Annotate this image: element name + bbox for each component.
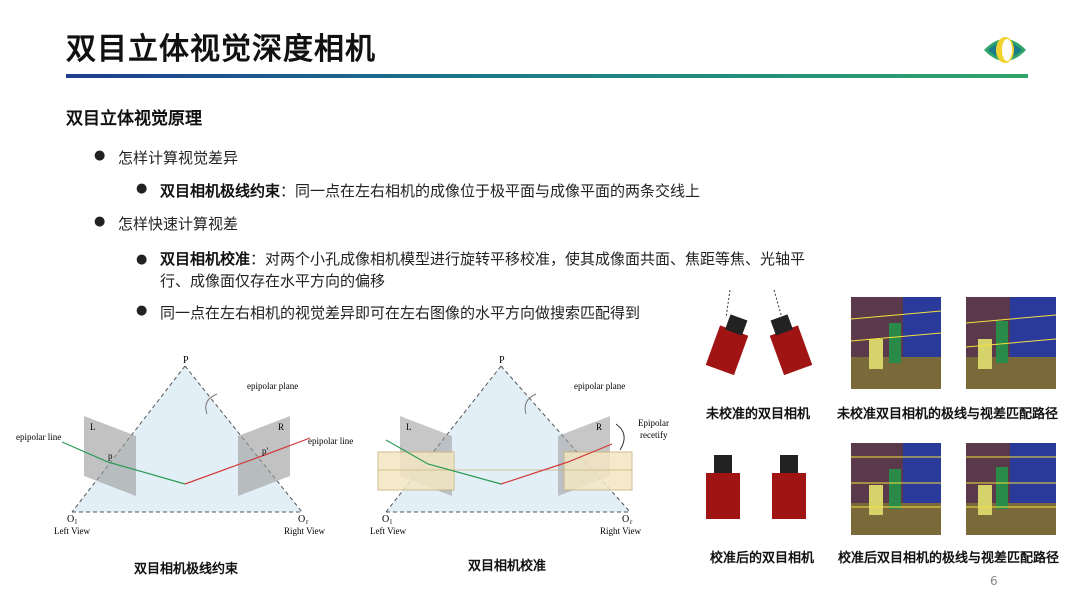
bullet-dot-icon: ● [136, 252, 148, 267]
left-plane-label: L [90, 422, 96, 432]
right-projection-label: p' [262, 446, 269, 456]
epipolar-rectify-label-1: Epipolar [638, 418, 669, 428]
page-number: 6 [990, 574, 998, 588]
right-plane-label: R [278, 422, 284, 432]
page-title: 双目立体视觉深度相机 [66, 32, 376, 67]
right-center-subscript: r [630, 518, 633, 526]
calibrated-right-scene-image [966, 443, 1056, 535]
bullet-dot-icon: ● [94, 148, 106, 163]
epipolar-plane-label: epipolar plane [247, 381, 298, 391]
bullet-epipolar-constraint: ● 双目相机极线约束：同一点在左右相机的成像位于极平面与成像平面的两条交线上 [136, 181, 701, 200]
caption-calibrated-epipolar: 校准后双目相机的极线与视差匹配路径 [838, 551, 1060, 566]
right-center-label: O [298, 514, 305, 525]
section-subtitle: 双目立体视觉原理 [66, 109, 202, 129]
title-underline [66, 74, 1028, 78]
epipolar-plane-label: epipolar plane [574, 381, 625, 391]
epipolar-line-left-label: epipolar line [16, 432, 61, 442]
uncalibrated-left-scene-image [851, 297, 941, 389]
calibrated-left-scene-image [851, 443, 941, 535]
left-center-subscript: l [390, 518, 392, 526]
epipolar-line-right-label: epipolar line [308, 436, 353, 446]
left-view-label: Left View [370, 526, 407, 536]
right-view-label: Right View [284, 526, 326, 536]
bullet-fast-disparity: ● 怎样快速计算视差 [94, 214, 239, 233]
uncalibrated-right-scene-image [966, 297, 1056, 389]
left-center-label: O [382, 514, 389, 525]
caption-epipolar-constraint: 双目相机极线约束 [134, 562, 239, 577]
point-p-label: P [499, 355, 505, 366]
epipolar-constraint-diagram: P epipolar plane epipolar line epipolar … [16, 355, 353, 536]
right-center-label: O [622, 514, 629, 525]
left-plane-label: L [406, 422, 412, 432]
caption-calibrated-cameras: 校准后的双目相机 [710, 551, 815, 566]
eye-logo-icon [984, 37, 1026, 63]
right-center-subscript: r [306, 518, 309, 526]
left-center-subscript: l [75, 518, 77, 526]
bullet-dot-icon: ● [136, 181, 148, 196]
bullet-camera-calibration: ● 双目相机校准：对两个小孔成像相机模型进行旋转平移校准，使其成像面共面、焦距等… [136, 250, 806, 290]
caption-uncalibrated-epipolar: 未校准双目相机的极线与视差匹配路径 [837, 407, 1059, 422]
bullet-dot-icon: ● [136, 303, 148, 318]
left-center-label: O [67, 514, 74, 525]
calibrated-cameras-image [706, 455, 806, 519]
right-view-label: Right View [600, 526, 642, 536]
bullet-horizontal-search: ● 同一点在左右相机的视觉差异即可在左右图像的水平方向做搜索匹配得到 [136, 303, 641, 322]
right-plane-label: R [596, 422, 602, 432]
caption-calibration: 双目相机校准 [468, 559, 547, 574]
point-p-label: P [183, 355, 189, 366]
rectification-diagram: P epipolar plane L R Epipolar recetify O… [370, 355, 669, 536]
uncalibrated-cameras-image [705, 290, 813, 376]
bullet-dot-icon: ● [94, 214, 106, 229]
left-view-label: Left View [54, 526, 91, 536]
bullet-compute-disparity: ● 怎样计算视觉差异 [94, 148, 239, 167]
epipolar-rectify-label-2: recetify [640, 430, 668, 440]
left-projection-label: p [108, 451, 113, 461]
caption-uncalibrated-cameras: 未校准的双目相机 [706, 407, 811, 422]
